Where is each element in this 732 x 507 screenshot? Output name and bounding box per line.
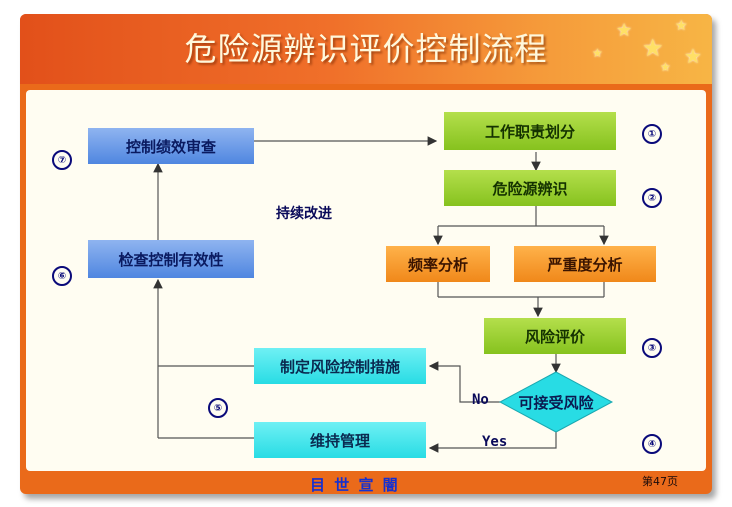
slide-frame: 危险源辨识评价控制流程 ★ ★ ★ ★ ★ ★ bbox=[20, 14, 712, 494]
step-number-5: ⑤ bbox=[208, 398, 228, 418]
star-icon: ★ bbox=[684, 44, 702, 68]
frequency-analysis-box: 频率分析 bbox=[386, 246, 490, 282]
performance-review-box: 控制绩效审查 bbox=[88, 128, 254, 164]
step-number-3: ③ bbox=[642, 338, 662, 358]
no-label: No bbox=[472, 392, 489, 408]
page-number: 第47页 bbox=[642, 475, 678, 488]
arrow-no-to-measures bbox=[428, 361, 500, 403]
maintain-manage-box: 维持管理 bbox=[254, 422, 426, 458]
continuous-improvement-label: 持续改进 bbox=[276, 206, 332, 222]
star-icon: ★ bbox=[592, 46, 603, 60]
step-number-7: ⑦ bbox=[52, 150, 72, 170]
step-number-6: ⑥ bbox=[52, 266, 72, 286]
arrow-yes-to-maintain bbox=[428, 432, 557, 453]
slide-title: 危险源辨识评价控制流程 bbox=[184, 30, 548, 68]
hazard-identification-box: 危险源辨识 bbox=[444, 170, 616, 206]
check-effectiveness-box: 检查控制有效性 bbox=[88, 240, 254, 278]
star-icon: ★ bbox=[642, 34, 664, 62]
acceptable-risk-label: 可接受风险 bbox=[518, 393, 594, 412]
diagram-area: 控制绩效审查 检查控制有效性 工作职责划分 危险源辨识 频率分析 严重度分析 风… bbox=[26, 90, 706, 471]
control-measures-box: 制定风险控制措施 bbox=[254, 348, 426, 384]
severity-analysis-box: 严重度分析 bbox=[514, 246, 656, 282]
title-bar: 危险源辨识评价控制流程 ★ ★ ★ ★ ★ ★ bbox=[20, 14, 712, 84]
job-division-box: 工作职责划分 bbox=[444, 112, 616, 150]
yes-label: Yes bbox=[482, 434, 508, 450]
footer-logo-text: 目 世 宣 闇 bbox=[310, 476, 400, 494]
risk-evaluation-box: 风险评价 bbox=[484, 318, 626, 354]
acceptable-risk-diamond bbox=[498, 371, 614, 433]
star-icon: ★ bbox=[660, 60, 671, 74]
star-icon: ★ bbox=[616, 20, 633, 41]
connector-lines bbox=[153, 136, 614, 453]
step-number-4: ④ bbox=[642, 434, 662, 454]
step-number-2: ② bbox=[642, 188, 662, 208]
star-icon: ★ bbox=[675, 18, 688, 34]
step-number-1: ① bbox=[642, 124, 662, 144]
